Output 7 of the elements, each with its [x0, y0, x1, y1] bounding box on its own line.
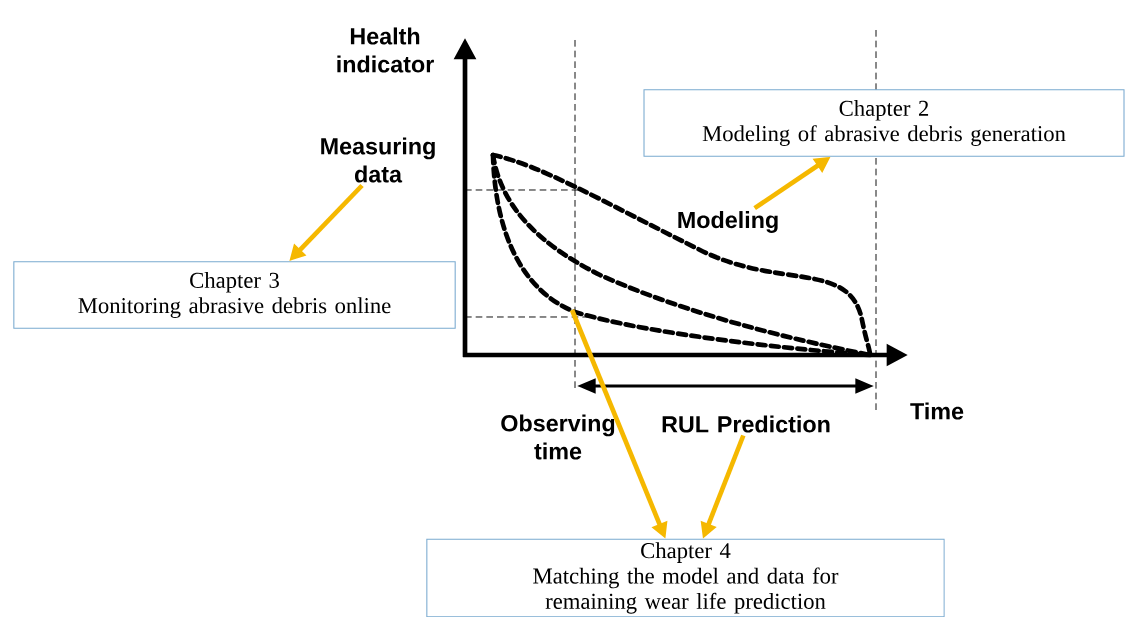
chapter-box: Chapter 4 Matching the model and data for remaining wear life prediction [426, 538, 945, 617]
chapter-box: Chapter 3 Monitoring abrasive debris online [13, 261, 456, 329]
axis-label: Time [910, 402, 964, 420]
axis-label: Health indicator [337, 27, 434, 73]
step-label: Measuring data [321, 137, 435, 183]
step-label: RUL Prediction [662, 415, 830, 433]
axis-label: Observing time [501, 414, 615, 460]
